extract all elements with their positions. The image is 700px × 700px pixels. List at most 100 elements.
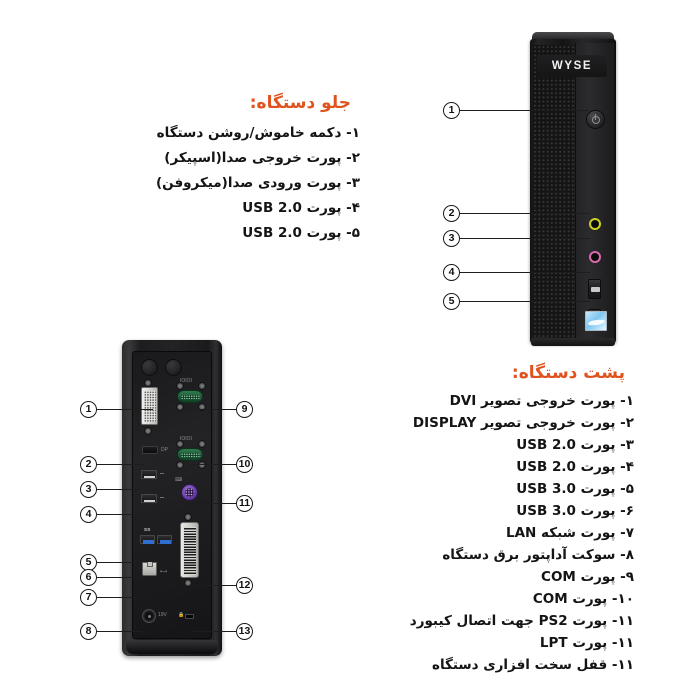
tower-top-cap xyxy=(532,32,614,42)
ps2-marking: ⌨ xyxy=(175,477,183,483)
lan-port-icon[interactable] xyxy=(142,562,157,576)
dvi-screw-bottom xyxy=(145,428,151,434)
antenna-knockout-right xyxy=(166,360,181,375)
com-upper-screw-bottom-right xyxy=(199,404,205,410)
back-section-title: پشت دستگاه: xyxy=(511,363,625,383)
usb-3-0-port-left-icon[interactable] xyxy=(140,535,155,544)
back-list-item-10: ۱۰- پورت COM xyxy=(532,591,634,607)
superspeed-marking: SS xyxy=(144,527,151,532)
front-callout-5[interactable]: 5 xyxy=(443,293,460,310)
lpt-screw-bottom xyxy=(185,580,191,586)
com-upper-screw-top-right xyxy=(199,383,205,389)
back-leader-5 xyxy=(97,562,140,564)
wyse-logo-text: WYSE xyxy=(551,60,593,72)
back-callout-4[interactable]: 4 xyxy=(80,506,97,523)
back-list-item-11: ۱۱- پورت PS2 جهت اتصال کیبورد xyxy=(409,613,634,629)
front-list-item-5: ۵- پورت USB 2.0 xyxy=(242,225,360,241)
front-leader-1 xyxy=(459,110,589,112)
back-callout-13[interactable]: 13 xyxy=(236,623,253,640)
displayport-icon[interactable] xyxy=(142,446,158,454)
back-panel-illustration: DP ⎓ ⎓ SS ⟷ 19V IOIOI IOIOI xyxy=(122,340,222,656)
back-list-item-6: ۶- پورت USB 3.0 xyxy=(516,503,634,519)
back-callout-8[interactable]: 8 xyxy=(80,623,97,640)
front-leader-4 xyxy=(459,272,590,274)
audio-out-jack-icon[interactable] xyxy=(589,218,601,230)
back-leader-1 xyxy=(97,409,153,411)
front-callout-3[interactable]: 3 xyxy=(443,230,460,247)
com-lower-screw-top xyxy=(177,441,183,447)
back-leader-7 xyxy=(97,597,141,599)
com-port-lower-icon[interactable] xyxy=(177,448,203,461)
back-callout-10[interactable]: 10 xyxy=(236,456,253,473)
dvi-port-icon[interactable] xyxy=(141,387,158,425)
back-callout-2[interactable]: 2 xyxy=(80,456,97,473)
front-leader-5 xyxy=(459,301,590,303)
back-leader-9 xyxy=(196,409,240,411)
dvi-screw-top xyxy=(145,380,151,386)
front-list-item-4: ۴- پورت USB 2.0 xyxy=(242,200,360,216)
front-panel-illustration: WYSE xyxy=(530,32,616,350)
back-list-item-3: ۳- پورت USB 2.0 xyxy=(516,437,634,453)
back-list-item-12: ۱۱- پورت LPT xyxy=(539,635,634,651)
back-callout-7[interactable]: 7 xyxy=(80,589,97,606)
displayport-marking: DP xyxy=(161,447,168,453)
com-lower-screw-bottom xyxy=(177,462,183,468)
mic-in-jack-icon[interactable] xyxy=(589,251,601,263)
com-upper-screw-top xyxy=(177,383,183,389)
lock-marking: 🔒 xyxy=(178,612,185,618)
com-marking-lower: IOIOI xyxy=(180,436,192,442)
com-marking-upper: IOIOI xyxy=(180,378,192,384)
lpt-screw-top xyxy=(185,514,191,520)
back-leader-2 xyxy=(97,464,144,466)
back-panel-surface: DP ⎓ ⎓ SS ⟷ 19V IOIOI IOIOI xyxy=(132,351,212,639)
com-upper-screw-bottom xyxy=(177,404,183,410)
back-callout-12[interactable]: 12 xyxy=(236,577,253,594)
front-list-item-1: ۱- دکمه خاموش/روشن دستگاه xyxy=(156,125,360,141)
tower-base xyxy=(531,338,615,346)
back-leader-10 xyxy=(189,464,240,466)
back-list-item-1: ۱- پورت خروجی تصویر DVI xyxy=(449,393,634,409)
back-callout-6[interactable]: 6 xyxy=(80,569,97,586)
usb-3-0-port-right-icon[interactable] xyxy=(157,535,172,544)
kensington-lock-slot-icon[interactable] xyxy=(185,614,194,619)
front-usb-2-0-port-upper-icon[interactable] xyxy=(588,279,601,299)
dc-power-jack-icon[interactable] xyxy=(143,610,155,622)
front-callout-4[interactable]: 4 xyxy=(443,264,460,281)
front-callout-2[interactable]: 2 xyxy=(443,205,460,222)
back-usb-2-0-port-lower-icon[interactable] xyxy=(141,494,157,503)
back-leader-12 xyxy=(189,585,240,587)
back-list-item-7: ۷- پورت شبکه LAN xyxy=(505,525,634,541)
dc-power-marking: 19V xyxy=(158,612,167,618)
back-leader-8 xyxy=(97,631,142,633)
back-list-item-4: ۴- پورت USB 2.0 xyxy=(516,459,634,475)
back-leader-6 xyxy=(97,577,140,579)
back-callout-9[interactable]: 9 xyxy=(236,401,253,418)
back-list-item-2: ۲- پورت خروجی تصویر DISPLAY xyxy=(412,415,634,431)
usb-marking-upper: ⎓ xyxy=(160,471,164,477)
front-callout-1[interactable]: 1 xyxy=(443,102,460,119)
com-port-upper-icon[interactable] xyxy=(177,390,203,403)
back-list-item-13: ۱۱- قفل سخت افزاری دستگاه xyxy=(431,657,634,673)
back-callout-11[interactable]: 11 xyxy=(236,495,253,512)
antenna-knockout-left xyxy=(142,360,157,375)
lpt-port-icon[interactable] xyxy=(180,522,199,578)
back-list-item-8: ۸- سوکت آداپتور برق دستگاه xyxy=(442,547,634,563)
front-section-title: جلو دستگاه: xyxy=(249,93,351,113)
com-lower-screw-top-right xyxy=(199,441,205,447)
back-leader-3 xyxy=(97,489,140,491)
back-leader-13 xyxy=(192,631,240,633)
intel-sticker xyxy=(585,311,607,331)
lan-marking: ⟷ xyxy=(160,569,168,575)
back-usb-2-0-port-upper-icon[interactable] xyxy=(141,470,157,479)
back-callout-3[interactable]: 3 xyxy=(80,481,97,498)
chassis-seam xyxy=(575,43,576,343)
back-list-item-9: ۹- پورت COM xyxy=(541,569,634,585)
power-button-icon[interactable] xyxy=(587,111,604,128)
front-list-item-3: ۳- پورت ورودی صدا(میکروفن) xyxy=(156,175,360,191)
back-list-item-5: ۵- پورت USB 3.0 xyxy=(516,481,634,497)
back-leader-11 xyxy=(186,503,240,505)
back-callout-1[interactable]: 1 xyxy=(80,401,97,418)
tower-chassis: WYSE xyxy=(530,39,616,344)
ps2-port-icon[interactable] xyxy=(182,485,197,500)
